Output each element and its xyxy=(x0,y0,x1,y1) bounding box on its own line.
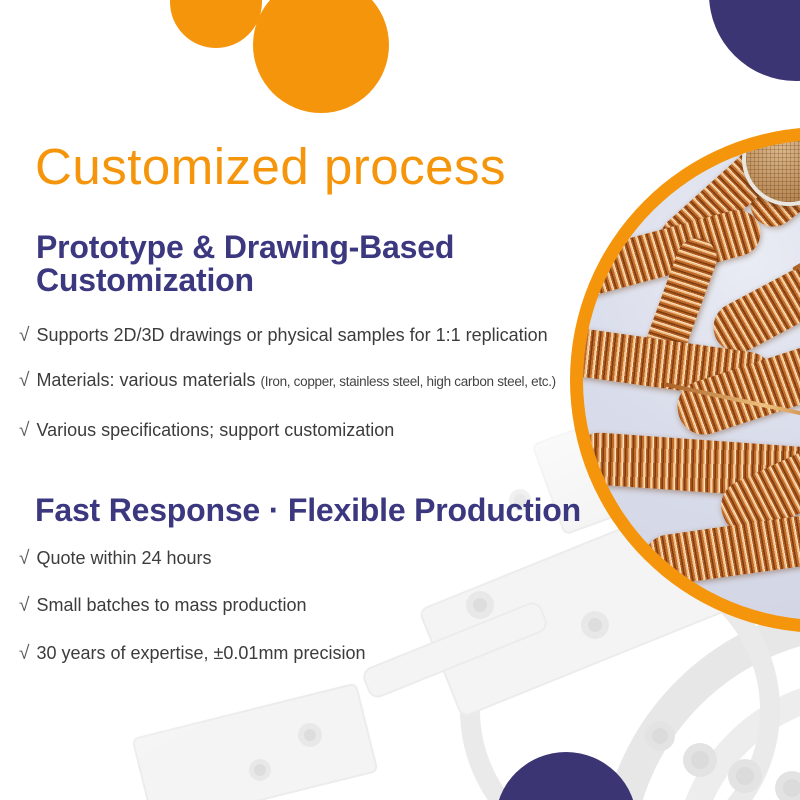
orange-circle-small xyxy=(170,0,262,48)
section-heading-prototype: Prototype & Drawing-Based Customization xyxy=(36,231,454,297)
page-title: Customized process xyxy=(35,138,507,195)
orange-circle-big xyxy=(253,0,389,113)
bullet-text: Supports 2D/3D drawings or physical samp… xyxy=(36,325,548,345)
heading-line: Fast Response · Flexible Production xyxy=(35,492,581,528)
check-icon: √ xyxy=(19,325,30,346)
bullet-item: √ Small batches to mass production xyxy=(19,594,307,617)
bullet-text: Quote within 24 hours xyxy=(36,548,212,568)
heading-line: Customization xyxy=(36,262,254,298)
bullet-item: √ Supports 2D/3D drawings or physical sam… xyxy=(19,324,548,347)
check-icon: √ xyxy=(19,595,30,616)
bullet-text: Various specifications; support customiz… xyxy=(36,420,395,440)
bullet-item: √ 30 years of expertise, ±0.01mm precisio… xyxy=(19,642,365,665)
check-icon: √ xyxy=(19,370,30,391)
navy-circle-top-right xyxy=(709,0,800,81)
bullet-text: Materials: various materials xyxy=(36,370,256,390)
bullet-item: √ Materials: various materials (Iron, copp… xyxy=(19,369,556,393)
check-icon: √ xyxy=(19,643,30,664)
heading-line: Prototype & Drawing-Based xyxy=(36,229,455,265)
check-icon: √ xyxy=(19,420,30,441)
bullet-item: √ Quote within 24 hours xyxy=(19,547,212,570)
check-icon: √ xyxy=(19,548,30,569)
section-heading-fast-response: Fast Response · Flexible Production xyxy=(35,494,581,527)
bullet-text: 30 years of expertise, ±0.01mm precision xyxy=(36,643,366,663)
bullet-item: √ Various specifications; support customi… xyxy=(19,419,394,442)
bullet-text: Small batches to mass production xyxy=(36,595,307,615)
bullet-note: (Iron, copper, stainless steel, high car… xyxy=(260,374,557,389)
